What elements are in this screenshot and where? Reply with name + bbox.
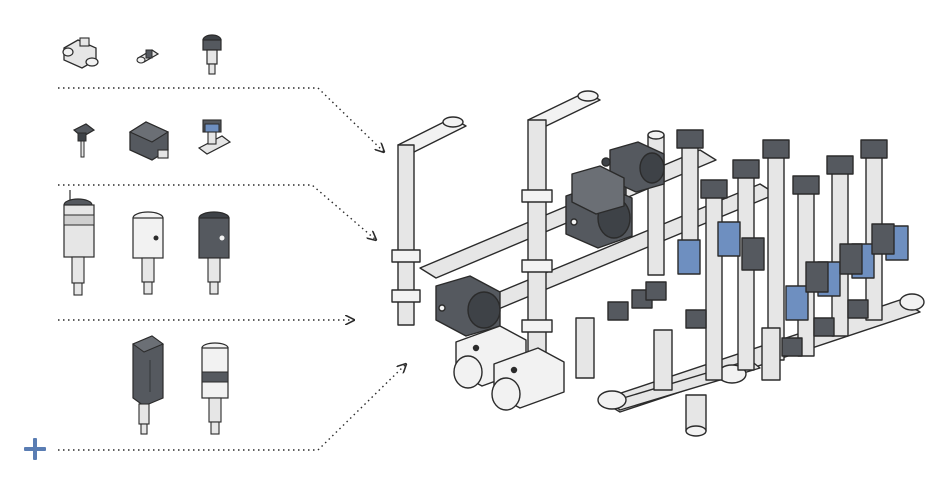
component-palette <box>62 34 232 435</box>
actuator-tall-icon[interactable] <box>63 190 95 296</box>
center-riser-pipe <box>521 90 601 361</box>
connector-arrow-sensors <box>58 184 376 240</box>
manifold-assembly <box>391 90 925 437</box>
actuators-row <box>63 190 230 296</box>
dark-solenoid-1 <box>741 237 765 271</box>
actuator-white-icon[interactable] <box>132 211 164 295</box>
plus-icon-vertical <box>33 438 37 460</box>
front-header-end <box>899 293 925 311</box>
blue-solenoid-2 <box>717 221 741 257</box>
sensor-box-5 <box>781 337 803 357</box>
dark-solenoid-4 <box>871 223 895 255</box>
outlet-cap-left <box>597 390 627 410</box>
sensor-box-3 <box>645 281 667 301</box>
connector-arrows <box>58 87 406 451</box>
solenoid-box-icon[interactable] <box>128 121 170 161</box>
sensor-box-4 <box>685 309 707 329</box>
blue-solenoid-1 <box>677 239 701 275</box>
connector-arrow-fittings <box>58 87 384 152</box>
add-component-button[interactable] <box>20 434 50 464</box>
fittings-row <box>62 34 222 75</box>
white-actuator-2 <box>491 347 565 411</box>
nipple-fitting-icon[interactable] <box>136 49 160 64</box>
lower-junction-1 <box>575 317 595 379</box>
knob-valve-icon[interactable] <box>202 34 222 75</box>
actuator-dark-icon[interactable] <box>198 211 230 295</box>
branch-riser-7 <box>676 129 704 261</box>
controllers-row <box>131 335 229 435</box>
branch-riser-3 <box>762 139 790 361</box>
controller-dark-icon[interactable] <box>131 335 165 435</box>
dark-actuator-mid <box>571 157 625 215</box>
dark-actuator-left <box>435 275 501 337</box>
sensor-box-6 <box>813 317 835 337</box>
lower-junction-3 <box>761 327 781 381</box>
connector-arrow-controllers <box>58 364 406 451</box>
sensor-box-1 <box>607 301 629 321</box>
dark-solenoid-3 <box>839 243 863 275</box>
sensor-box-7 <box>847 299 869 319</box>
drain-pipe-end <box>685 425 707 437</box>
probe-sensor-icon[interactable] <box>72 123 96 158</box>
left-riser-pipe <box>391 116 467 326</box>
dark-solenoid-2 <box>805 261 829 293</box>
sensors-row <box>72 119 232 161</box>
blue-solenoid-3 <box>785 285 809 321</box>
lower-junction-2 <box>653 329 673 391</box>
y-fitting-icon[interactable] <box>62 37 99 69</box>
blue-solenoid-valves <box>677 221 909 321</box>
controller-light-icon[interactable] <box>201 342 229 435</box>
pipe-sensor-icon[interactable] <box>197 119 232 155</box>
